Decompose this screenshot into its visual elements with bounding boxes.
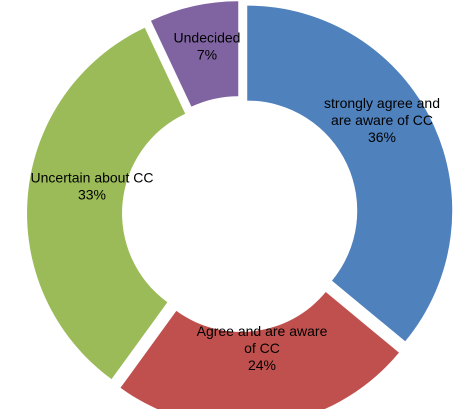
slice-3-percent-label: 7% [197,47,217,63]
slice-2 [27,27,186,380]
slice-1-percent-label: 24% [248,357,276,373]
slice-0-percent-label: 36% [368,129,396,145]
slice-0 [247,5,453,342]
slice-2-percent-label: 33% [78,187,106,203]
slice-3-label-line-0: Undecided [174,30,241,46]
slice-0-label-line-1: are aware of CC [331,112,433,128]
slice-2-label-line-0: Uncertain about CC [31,170,154,186]
slice-3 [150,1,239,107]
slice-0-label-line-0: strongly agree and [324,95,440,111]
slice-1-label-line-0: Agree and are aware [197,323,328,339]
slice-1 [120,292,399,414]
slice-1-label-line-1: of CC [244,340,280,356]
